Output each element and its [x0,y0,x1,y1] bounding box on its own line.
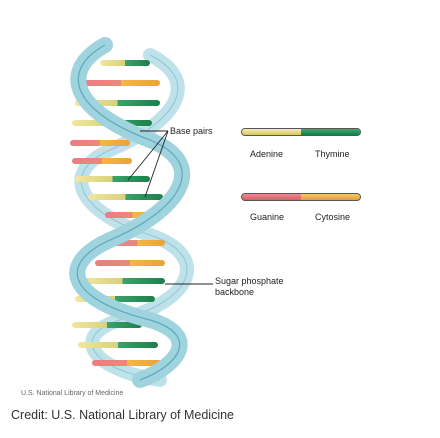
adenine-thymine-bar [241,128,361,136]
base-pair [70,140,130,146]
base-pair [100,60,150,66]
base-pair [95,260,165,266]
base-pair-rungs [70,60,165,366]
thymine-label: Thymine [315,149,350,159]
base-pair [80,278,165,284]
base-pair [72,158,132,164]
base-pairs-label: Base pairs [170,126,213,136]
base-pair [72,322,142,328]
backbone-label-line2: backbone [215,287,255,297]
base-pair [92,360,162,366]
guanine-cytosine-bar [241,193,361,201]
base-pair [82,80,160,86]
base-pair [88,194,163,200]
dna-helix-diagram [69,37,213,388]
backbone-label-line1: Sugar phosphate [215,276,284,286]
image-credit: Credit: U.S. National Library of Medicin… [11,408,235,422]
cytosine-label: Cytosine [315,212,351,222]
guanine-label: Guanine [250,212,285,222]
source-watermark: U.S. National Library of Medicine [21,390,124,397]
base-pair [78,342,158,348]
base-pair [75,176,150,182]
leader-lines [127,130,213,285]
adenine-label: Adenine [250,149,284,159]
